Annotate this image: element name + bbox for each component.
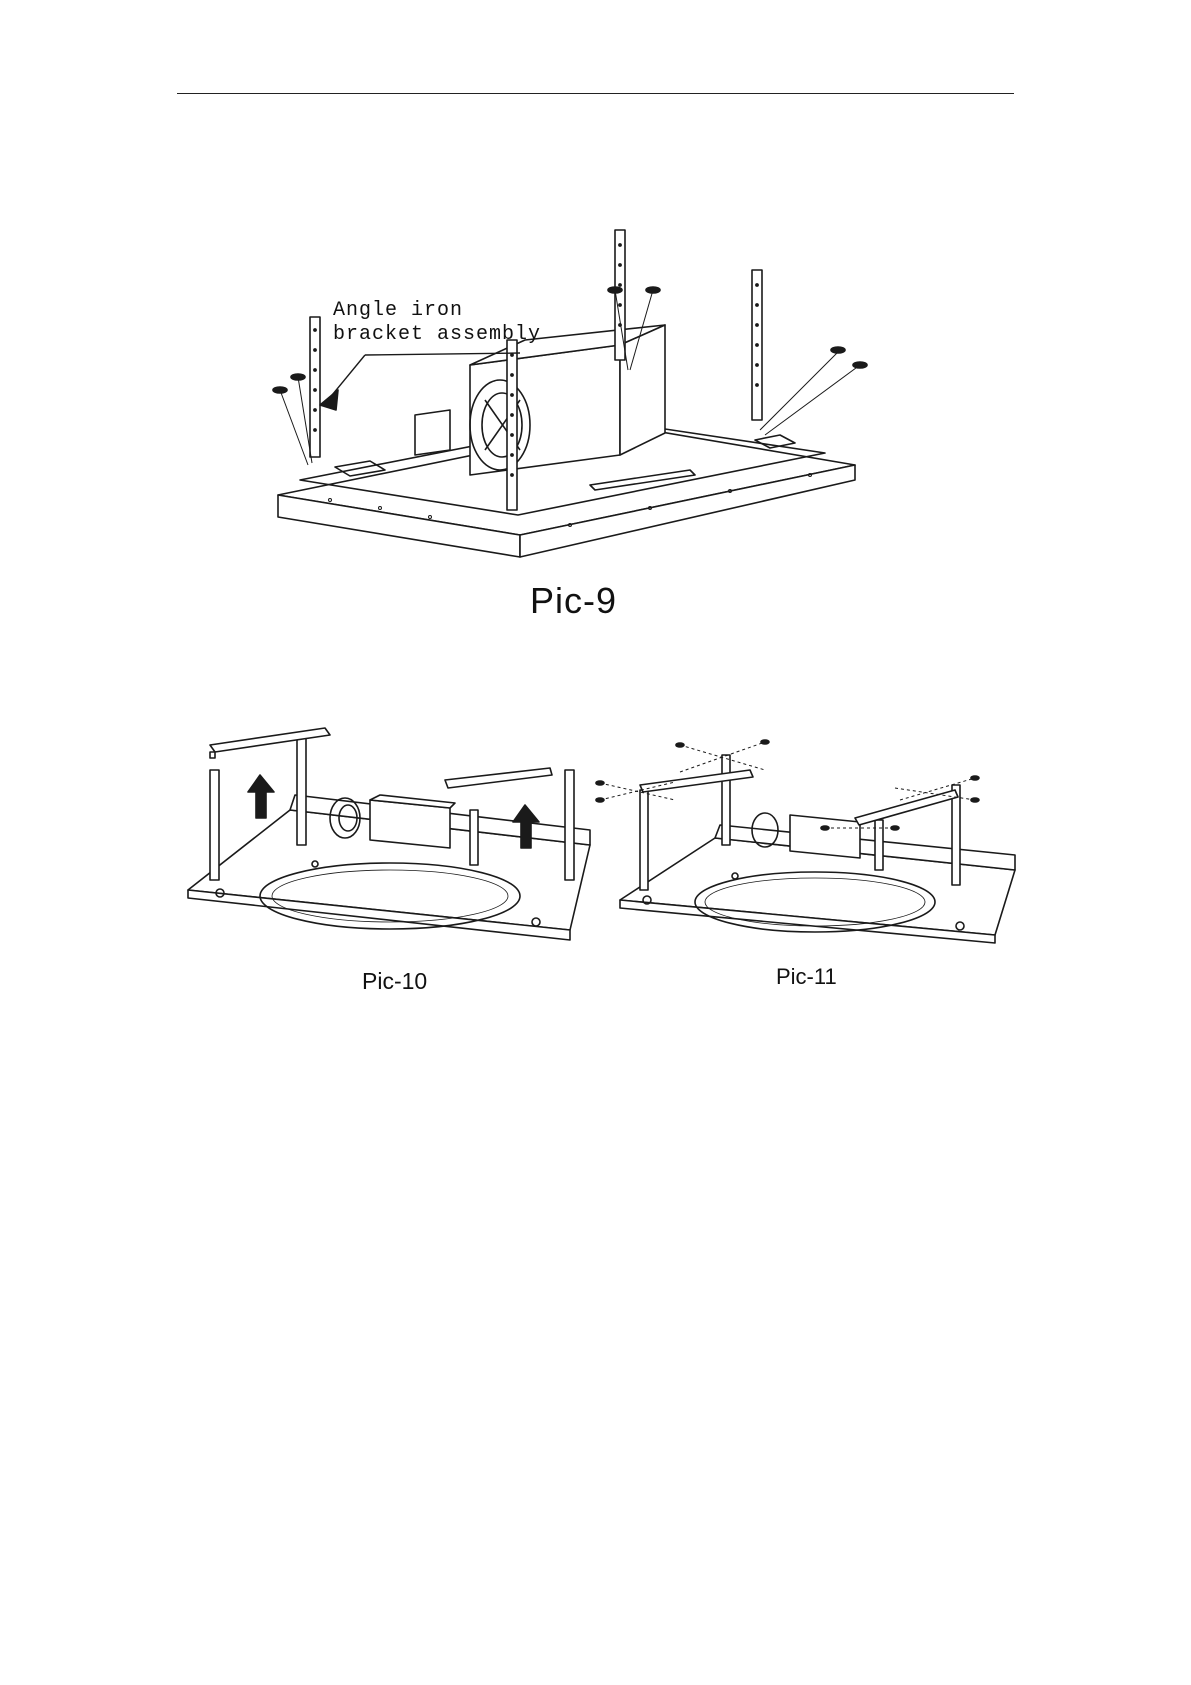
callout-line-2: bracket assembly xyxy=(333,323,541,346)
pic-9-caption: Pic-9 xyxy=(530,580,617,622)
pic-11-illustration xyxy=(615,730,1020,950)
pic-10-caption: Pic-10 xyxy=(362,968,427,995)
pic-11-caption: Pic-11 xyxy=(776,964,837,990)
callout-line-1: Angle iron xyxy=(333,299,463,322)
pic-10-illustration xyxy=(180,700,600,950)
pic-9-callout: Angle iron bracket assembly xyxy=(333,299,541,347)
header-rule xyxy=(177,93,1014,94)
pic-9-illustration xyxy=(270,225,870,565)
